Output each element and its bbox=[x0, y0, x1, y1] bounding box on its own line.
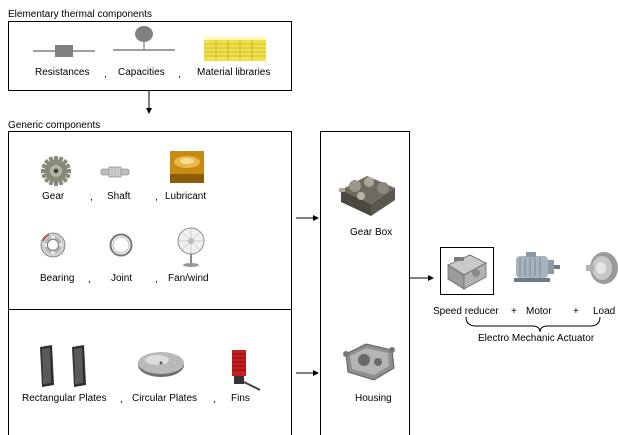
material-library-icon bbox=[204, 37, 266, 61]
housing-icon bbox=[343, 343, 395, 381]
comma-separator: , bbox=[104, 69, 107, 80]
gear-icon bbox=[41, 156, 71, 186]
gear-label: Gear bbox=[42, 191, 65, 202]
bearing-label: Bearing bbox=[40, 273, 75, 284]
comma-separator: , bbox=[155, 192, 158, 203]
speed-reducer-icon bbox=[440, 247, 494, 295]
rectangular-plates-label: Rectangular Plates bbox=[22, 393, 107, 404]
joint-label: Joint bbox=[111, 273, 133, 284]
fins-label: Fins bbox=[231, 393, 250, 404]
actuator-title: Electro Mechanic Actuator bbox=[478, 333, 595, 344]
gearbox-label: Gear Box bbox=[350, 227, 393, 238]
comma-separator: , bbox=[88, 274, 91, 285]
joint-icon bbox=[109, 233, 133, 257]
motor-icon bbox=[514, 252, 560, 282]
capacities-label: Capacities bbox=[118, 67, 165, 78]
comma-separator: , bbox=[120, 394, 123, 405]
resistances-label: Resistances bbox=[35, 67, 90, 78]
generic-title: Generic components bbox=[8, 120, 101, 131]
motor-label: Motor bbox=[526, 306, 552, 317]
rectangular-plates-icon bbox=[40, 345, 86, 387]
fan-icon bbox=[177, 227, 205, 267]
circular-plate-icon bbox=[138, 352, 184, 377]
gearbox-icon bbox=[339, 176, 395, 216]
comma-separator: , bbox=[178, 69, 181, 80]
elementary-title: Elementary thermal components bbox=[8, 9, 152, 20]
actuator-brace bbox=[465, 316, 601, 333]
lubricant-label: Lubricant bbox=[165, 191, 207, 202]
fins-icon bbox=[232, 350, 261, 391]
plus-separator: + bbox=[573, 306, 579, 317]
capacity-icon bbox=[113, 26, 175, 51]
resistance-icon bbox=[33, 45, 95, 57]
load-label: Load bbox=[593, 306, 616, 317]
load-icon bbox=[586, 252, 618, 284]
shaft-icon bbox=[100, 166, 130, 178]
lubricant-icon bbox=[170, 151, 204, 183]
shaft-label: Shaft bbox=[107, 191, 131, 202]
plus-separator: + bbox=[511, 306, 517, 317]
comma-separator: , bbox=[155, 274, 158, 285]
comma-separator: , bbox=[90, 192, 93, 203]
material-libraries-label: Material libraries bbox=[197, 67, 271, 78]
circular-plates-label: Circular Plates bbox=[132, 393, 198, 404]
housing-label: Housing bbox=[355, 393, 392, 404]
speed-reducer-label: Speed reducer bbox=[433, 306, 499, 317]
comma-separator: , bbox=[213, 394, 216, 405]
bearing-icon bbox=[40, 232, 66, 258]
fan-wind-label: Fan/wind bbox=[168, 273, 209, 284]
